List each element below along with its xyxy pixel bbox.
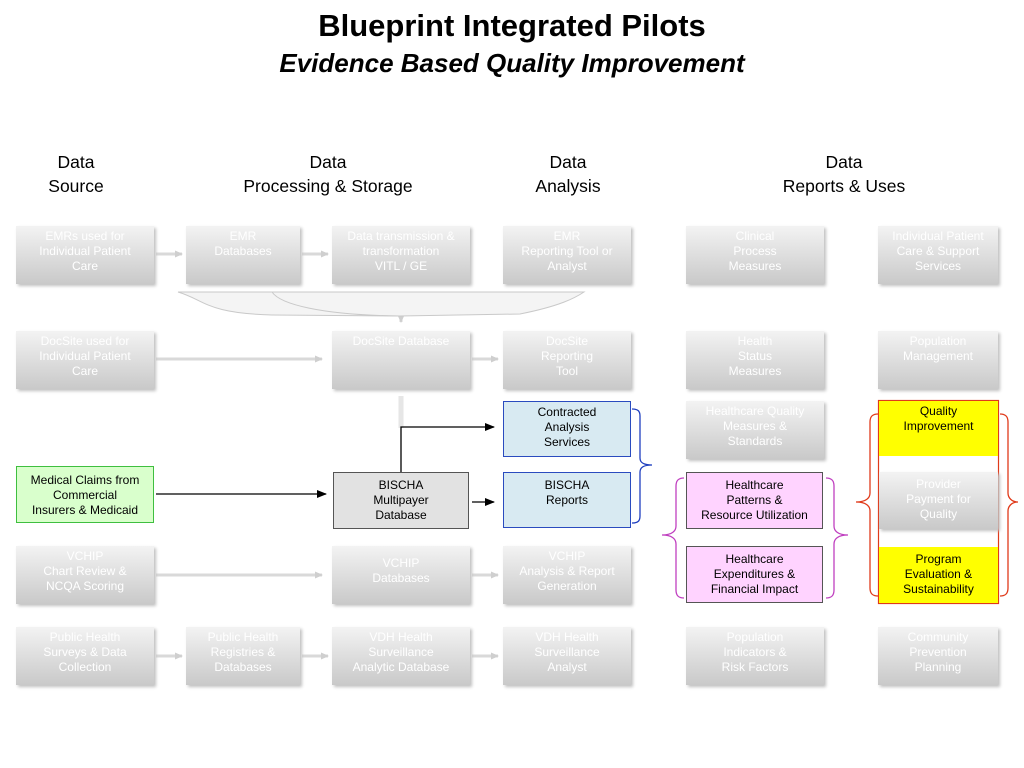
docsite-database-box: DocSite Database (332, 331, 470, 389)
page-title: Blueprint Integrated Pilots (318, 8, 706, 43)
page-subtitle: Evidence Based Quality Improvement (279, 48, 745, 78)
